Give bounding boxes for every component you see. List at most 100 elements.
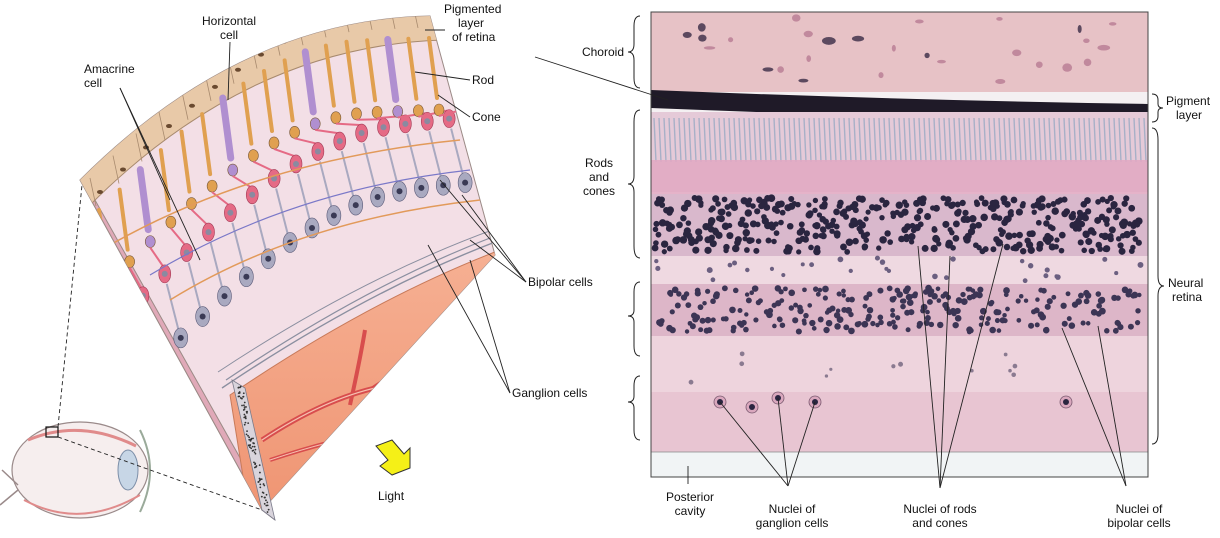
bipolar-nucleus	[989, 327, 996, 334]
bipolar-nucleus	[767, 308, 773, 314]
rod-cone-nucleus	[1036, 220, 1042, 226]
photoreceptor-nucleus	[413, 105, 423, 117]
side-dot	[241, 398, 243, 400]
rod-cone-nucleus	[1104, 221, 1109, 226]
bipolar-nucleus	[812, 326, 817, 331]
bipolar-nucleus	[698, 304, 704, 310]
choroid-cell	[1036, 61, 1043, 68]
ganglion-nucleus	[462, 180, 468, 186]
plexiform-nucleus	[689, 380, 694, 385]
choroid-cell	[1109, 22, 1117, 25]
choroid-cell	[937, 60, 946, 64]
choroid-cell	[996, 17, 1002, 21]
bipolar-nucleus	[1019, 294, 1024, 299]
bipolar-nucleus	[1041, 288, 1047, 294]
ganglion-nucleus	[440, 182, 446, 188]
plexiform-nucleus	[891, 364, 895, 368]
rod-cone-nucleus	[742, 236, 747, 241]
pigment-cell-nucleus	[235, 68, 241, 72]
bipolar-nucleus	[669, 292, 674, 297]
side-dot	[265, 499, 267, 501]
pigment-cell-nucleus	[350, 16, 356, 20]
label-horizontal-cell-l1: Horizontal	[194, 14, 264, 28]
side-dot	[254, 463, 256, 465]
rod-cone-nucleus	[766, 237, 772, 243]
rod-cone-nucleus	[676, 221, 683, 228]
rod-cone-nucleus	[859, 196, 866, 203]
bipolar-nucleus	[887, 321, 893, 327]
choroid-cell	[798, 79, 808, 83]
rod-cone-nucleus	[1130, 245, 1135, 250]
bipolar-nucleus	[920, 308, 925, 313]
rod-cone-nucleus	[879, 236, 887, 244]
rod-cone-nucleus	[745, 201, 751, 207]
choroid-cell	[704, 46, 716, 49]
bipolar-nucleus	[1086, 321, 1091, 326]
rod-cone-nucleus	[726, 232, 733, 239]
ganglion-nucleus	[1063, 399, 1069, 405]
scattered-nucleus	[950, 256, 955, 261]
rod-cone-nucleus	[837, 203, 843, 209]
choroid-cell	[728, 37, 733, 42]
bipolar-nucleus	[1113, 328, 1118, 333]
bipolar-nucleus	[841, 307, 847, 313]
bipolar-nucleus	[1081, 321, 1086, 326]
bipolar-nucleus	[1091, 309, 1098, 316]
choroid-cell	[762, 67, 773, 71]
rod-cone-nucleus	[884, 230, 890, 236]
rod-cone-nucleus	[799, 227, 805, 233]
label-rods-and-cones-l2: and	[574, 170, 624, 184]
bipolar-nucleus	[1084, 298, 1090, 304]
label-bipolar-cells: Bipolar cells	[528, 275, 593, 289]
label-nuclei-rods-cones: Nuclei of rods and cones	[888, 502, 992, 530]
rod-cone-nucleus	[1119, 248, 1126, 255]
ganglion-cell	[130, 372, 144, 392]
ganglion-nucleus	[309, 225, 315, 231]
choroid-cell	[1083, 39, 1089, 43]
rod-cone-nucleus	[859, 221, 866, 228]
bipolar-nucleus	[837, 291, 842, 296]
photoreceptor-nucleus	[125, 256, 135, 268]
photoreceptor-nucleus	[269, 137, 279, 149]
scattered-nucleus	[711, 277, 716, 282]
bipolar-nucleus	[1137, 293, 1141, 297]
bipolar-nucleus	[691, 312, 697, 318]
rod-cone-nucleus	[954, 210, 961, 217]
side-dot	[250, 447, 252, 449]
bipolar-nucleus	[825, 310, 830, 315]
bipolar-nucleus	[1067, 316, 1072, 321]
rod-cone-nucleus	[708, 207, 713, 212]
bipolar-nucleus	[818, 317, 824, 323]
side-dot	[245, 418, 247, 420]
side-dot	[267, 511, 269, 513]
bipolar-nucleus	[684, 291, 689, 296]
bipolar-nucleus	[359, 130, 365, 136]
side-dot	[259, 464, 261, 466]
bipolar-nucleus	[1035, 322, 1040, 327]
bipolar-nucleus	[1062, 321, 1068, 327]
rod-cone-nucleus	[1011, 197, 1018, 204]
bipolar-nucleus	[966, 286, 971, 291]
rod-cone-nucleus	[822, 196, 828, 202]
bipolar-nucleus	[863, 304, 868, 309]
choroid-cell	[924, 53, 929, 58]
scattered-nucleus	[801, 262, 805, 266]
bipolar-nucleus	[685, 329, 689, 333]
rod-cone-nucleus	[813, 248, 820, 255]
ganglion-nucleus	[353, 202, 359, 208]
rod-cone-nucleus	[659, 219, 666, 226]
scattered-nucleus	[1138, 262, 1144, 268]
rod-cone-nucleus	[846, 238, 854, 246]
side-dot	[239, 386, 241, 388]
rod-cone-nucleus	[995, 204, 1000, 209]
photoreceptor-nucleus	[166, 216, 176, 228]
bipolar-nucleus	[807, 303, 812, 308]
side-dot	[246, 430, 248, 432]
bipolar-nucleus	[867, 307, 873, 313]
rod-cone-nucleus	[1100, 197, 1106, 203]
side-dot	[247, 422, 249, 424]
ganglion-cell	[152, 350, 166, 370]
bipolar-nucleus	[780, 322, 786, 328]
bipolar-nucleus	[1075, 298, 1082, 305]
photoreceptor-nucleus	[310, 118, 320, 130]
